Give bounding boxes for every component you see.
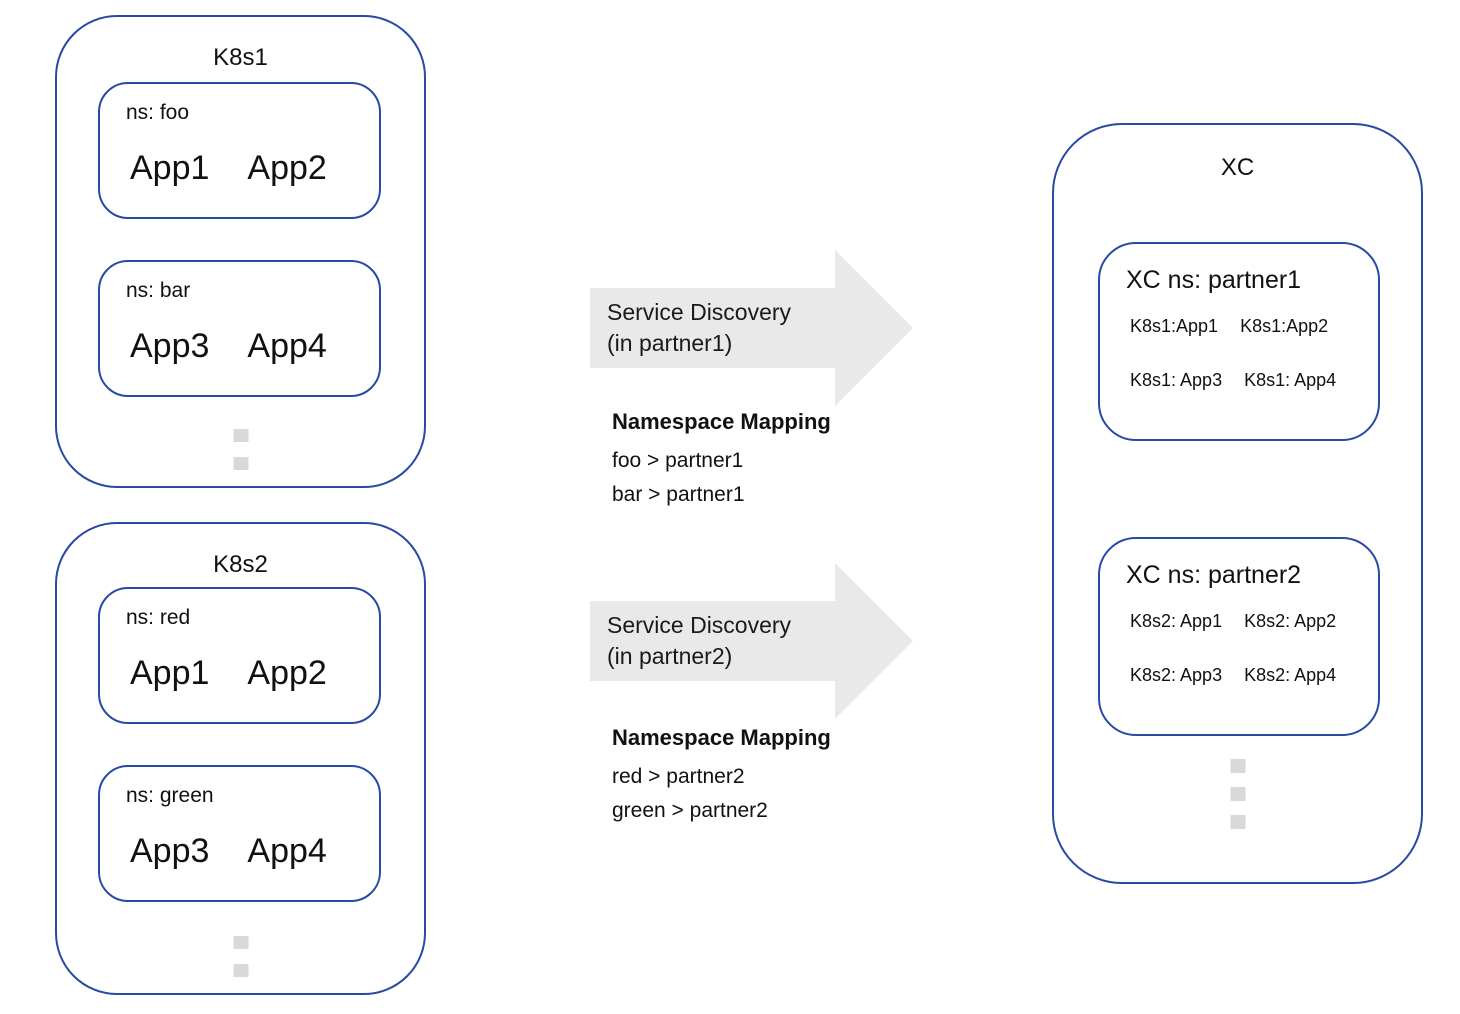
xc-service-item: K8s1:App1 <box>1130 316 1219 336</box>
cluster-title: K8s2 <box>213 551 268 578</box>
mapping-rule: foo > partner1 <box>612 449 744 472</box>
ellipsis-dot <box>1230 759 1245 773</box>
xc-service-row: K8s2: App3 K8s2: App4 <box>1130 665 1378 686</box>
ellipsis-dots <box>233 429 248 470</box>
namespace-label: ns: green <box>126 784 214 807</box>
cluster-box-k8s2: K8s2 ns: red App1 App2 ns: green App3 Ap… <box>55 522 426 995</box>
namespace-mapping-title: Namespace Mapping <box>612 725 831 750</box>
xc-service-item: K8s1: App3 <box>1130 370 1223 390</box>
app-label: App2 <box>247 149 327 187</box>
xc-service-item: K8s2: App4 <box>1244 665 1337 685</box>
mapping-rule: green > partner2 <box>612 799 768 822</box>
xc-namespace-box-partner1: XC ns: partner1 K8s1:App1 K8s1:App2 K8s1… <box>1098 242 1380 441</box>
xc-title: XC <box>1220 154 1255 181</box>
namespace-label: ns: red <box>126 606 191 629</box>
cluster-box-k8s1: K8s1 ns: foo App1 App2 ns: bar App3 App4 <box>55 15 426 488</box>
mapping-rule: bar > partner1 <box>612 483 745 506</box>
xc-service-item: K8s2: App3 <box>1130 665 1223 685</box>
xc-box: XC XC ns: partner1 K8s1:App1 K8s1:App2 K… <box>1052 123 1423 884</box>
xc-service-item: K8s2: App1 <box>1130 611 1223 631</box>
service-discovery-arrow-1: Service Discovery (in partner1) <box>590 250 913 406</box>
ellipsis-dot <box>233 457 248 470</box>
arrow-label-line2: (in partner2) <box>607 643 733 669</box>
xc-service-row: K8s1:App1 K8s1:App2 <box>1130 316 1378 337</box>
app-label: App4 <box>247 832 327 870</box>
cluster-title: K8s1 <box>213 44 268 71</box>
xc-namespace-box-partner2: XC ns: partner2 K8s2: App1 K8s2: App2 K8… <box>1098 537 1380 736</box>
xc-namespace-label: XC ns: partner1 <box>1126 266 1302 294</box>
app-row: App3 App4 <box>130 832 379 870</box>
ellipsis-dot <box>233 936 248 949</box>
namespace-mapping-block-1: Namespace Mapping foo > partner1 bar > p… <box>612 408 831 512</box>
xc-service-item: K8s1: App4 <box>1244 370 1337 390</box>
app-label: App2 <box>247 654 327 692</box>
xc-service-item: K8s1:App2 <box>1240 316 1329 336</box>
namespace-box-green: ns: green App3 App4 <box>98 765 381 902</box>
app-label: App3 <box>130 832 210 870</box>
arrow-label-line2: (in partner1) <box>607 330 733 356</box>
namespace-mapping-block-2: Namespace Mapping red > partner2 green >… <box>612 724 831 828</box>
xc-service-rows: K8s2: App1 K8s2: App2 K8s2: App3 K8s2: A… <box>1130 611 1378 686</box>
namespace-box-red: ns: red App1 App2 <box>98 587 381 724</box>
xc-service-row: K8s2: App1 K8s2: App2 <box>1130 611 1378 632</box>
ellipsis-dot <box>1230 815 1245 829</box>
arrow-label: Service Discovery (in partner1) <box>607 288 791 368</box>
app-label: App1 <box>130 149 210 187</box>
namespace-box-bar: ns: bar App3 App4 <box>98 260 381 397</box>
xc-namespace-label: XC ns: partner2 <box>1126 561 1302 589</box>
arrow-label-line1: Service Discovery <box>607 299 792 325</box>
app-row: App3 App4 <box>130 327 379 365</box>
ellipsis-dot <box>1230 787 1245 801</box>
ellipsis-dot <box>233 429 248 442</box>
namespace-mapping-title: Namespace Mapping <box>612 409 831 434</box>
service-discovery-arrow-2: Service Discovery (in partner2) <box>590 563 913 719</box>
app-row: App1 App2 <box>130 654 379 692</box>
xc-service-rows: K8s1:App1 K8s1:App2 K8s1: App3 K8s1: App… <box>1130 316 1378 391</box>
app-label: App3 <box>130 327 210 365</box>
namespace-box-foo: ns: foo App1 App2 <box>98 82 381 219</box>
ellipsis-dot <box>233 964 248 977</box>
namespace-label: ns: bar <box>126 279 191 302</box>
app-label: App4 <box>247 327 327 365</box>
mapping-rule: red > partner2 <box>612 765 745 788</box>
app-row: App1 App2 <box>130 149 379 187</box>
ellipsis-dots <box>1230 759 1245 829</box>
xc-service-item: K8s2: App2 <box>1244 611 1337 631</box>
app-label: App1 <box>130 654 210 692</box>
namespace-label: ns: foo <box>126 101 190 124</box>
ellipsis-dots <box>233 936 248 977</box>
xc-service-row: K8s1: App3 K8s1: App4 <box>1130 370 1378 391</box>
arrow-label-line1: Service Discovery <box>607 612 792 638</box>
arrow-label: Service Discovery (in partner2) <box>607 601 791 681</box>
